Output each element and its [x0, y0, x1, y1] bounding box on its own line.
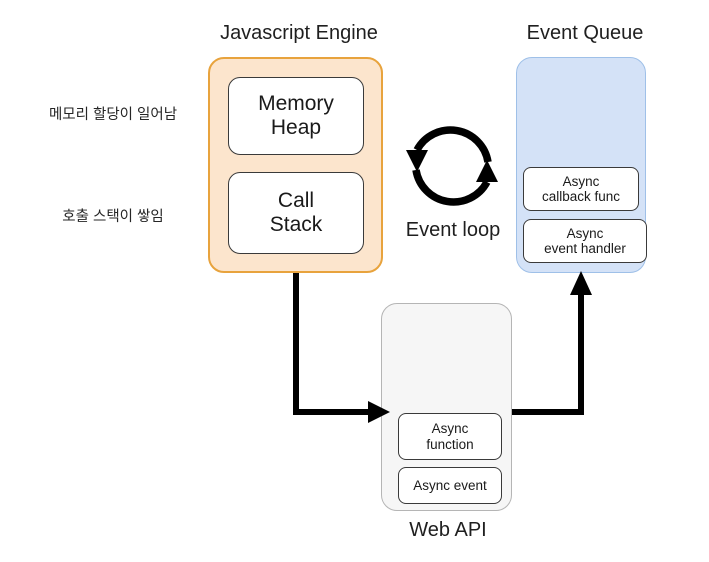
note-memory-allocation: 메모리 할당이 일어남 [48, 107, 178, 123]
async-event-handler-box: Async event handler [523, 219, 647, 263]
event-loop-circular-arrows-icon [406, 126, 498, 206]
async-event-label: Async event [413, 477, 487, 493]
memory-heap-label-line1: Memory [258, 92, 334, 116]
call-stack-label-line2: Stack [269, 213, 323, 236]
async-event-box: Async event [398, 467, 502, 504]
note-call-stack: 호출 스택이 쌓임 [62, 209, 164, 225]
web-api-title: Web API [409, 519, 487, 541]
call-stack-box: Call Stack [228, 172, 364, 254]
event-queue-title: Event Queue [526, 22, 644, 44]
async-handler-label-line2: event handler [544, 241, 626, 256]
event-loop-label: Event loop [405, 219, 501, 241]
async-function-label-line1: Async [431, 421, 469, 437]
async-callback-label-line2: callback func [541, 189, 621, 204]
async-function-label-line2: function [426, 436, 474, 452]
arrow-engine-to-webapi [293, 273, 390, 423]
async-handler-label-line1: Async [566, 225, 604, 241]
memory-heap-label-line2: Heap [270, 116, 322, 139]
javascript-engine-title: Javascript Engine [220, 22, 378, 44]
async-callback-func-box: Async callback func [523, 167, 639, 211]
async-callback-label-line1: Async [562, 173, 600, 189]
call-stack-label-line1: Call [277, 189, 315, 213]
async-function-box: Async function [398, 413, 502, 460]
memory-heap-box: Memory Heap [228, 77, 364, 155]
arrow-webapi-to-eventqueue [512, 271, 592, 415]
